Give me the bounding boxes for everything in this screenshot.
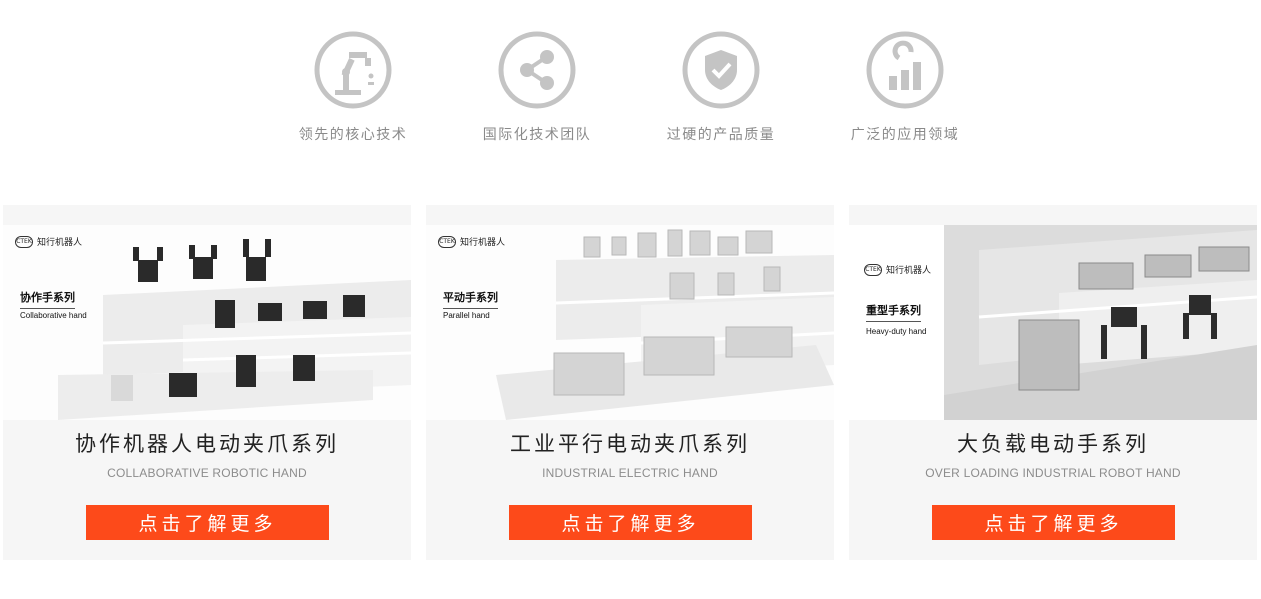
series-cn: 重型手系列 <box>866 302 921 322</box>
card-title: 大负载电动手系列 <box>957 432 1149 456</box>
product-card-parallel: CTEK 知行机器人 平动手系列 Parallel hand 工业平行电动夹爪系… <box>426 205 834 560</box>
showcase-illustration <box>426 225 834 420</box>
feature-quality: 过硬的产品质量 <box>651 30 791 144</box>
product-card-heavy-duty: CTEK 知行机器人 重型手系列 Heavy-duty hand 大负载电动手系… <box>849 205 1257 560</box>
feature-applications: 广泛的应用领域 <box>835 30 975 144</box>
feature-label: 国际化技术团队 <box>482 127 592 143</box>
product-card-collaborative: CTEK 知行机器人 协作手系列 Collaborative hand 协作机器… <box>3 205 411 560</box>
brand-logo-icon: CTEK <box>864 263 882 276</box>
bar-chart-icon <box>865 30 945 110</box>
feature-label: 领先的核心技术 <box>298 127 408 143</box>
brand-tag: CTEK 知行机器人 <box>438 235 505 248</box>
card-title: 工业平行电动夹爪系列 <box>510 432 750 456</box>
card-subtitle: OVER LOADING INDUSTRIAL ROBOT HAND <box>925 466 1181 480</box>
learn-more-button[interactable]: 点击了解更多 <box>86 505 329 540</box>
robot-arm-icon <box>313 30 393 110</box>
card-subtitle: COLLABORATIVE ROBOTIC HAND <box>107 466 307 480</box>
share-network-icon <box>497 30 577 110</box>
feature-label: 广泛的应用领域 <box>850 127 960 143</box>
series-en: Collaborative hand <box>20 311 87 320</box>
series-en: Parallel hand <box>443 311 490 320</box>
product-image-collaborative: CTEK 知行机器人 协作手系列 Collaborative hand <box>3 225 411 420</box>
learn-more-button[interactable]: 点击了解更多 <box>509 505 752 540</box>
brand-logo-icon: CTEK <box>15 235 33 248</box>
card-subtitle: INDUSTRIAL ELECTRIC HAND <box>542 466 718 480</box>
brand-logo-icon: CTEK <box>438 235 456 248</box>
feature-row: 领先的核心技术 国际化技术团队 过硬的产品质量 <box>0 0 1261 170</box>
product-image-heavy-duty: CTEK 知行机器人 重型手系列 Heavy-duty hand <box>849 225 1257 420</box>
showcase-illustration <box>849 225 1257 420</box>
brand-tag: CTEK 知行机器人 <box>15 235 82 248</box>
card-title: 协作机器人电动夹爪系列 <box>75 432 339 456</box>
shield-check-icon <box>681 30 761 110</box>
learn-more-button[interactable]: 点击了解更多 <box>932 505 1175 540</box>
brand-name: 知行机器人 <box>460 238 506 248</box>
feature-team: 国际化技术团队 <box>467 30 607 144</box>
brand-name: 知行机器人 <box>37 238 83 248</box>
feature-label: 过硬的产品质量 <box>666 127 776 143</box>
brand-tag: CTEK 知行机器人 <box>864 263 931 276</box>
series-cn: 协作手系列 <box>20 289 75 309</box>
series-en: Heavy-duty hand <box>866 327 927 336</box>
product-image-parallel: CTEK 知行机器人 平动手系列 Parallel hand <box>426 225 834 420</box>
brand-name: 知行机器人 <box>886 266 932 276</box>
series-cn: 平动手系列 <box>443 289 498 309</box>
showcase-illustration <box>3 225 411 420</box>
feature-core-tech: 领先的核心技术 <box>283 30 423 144</box>
